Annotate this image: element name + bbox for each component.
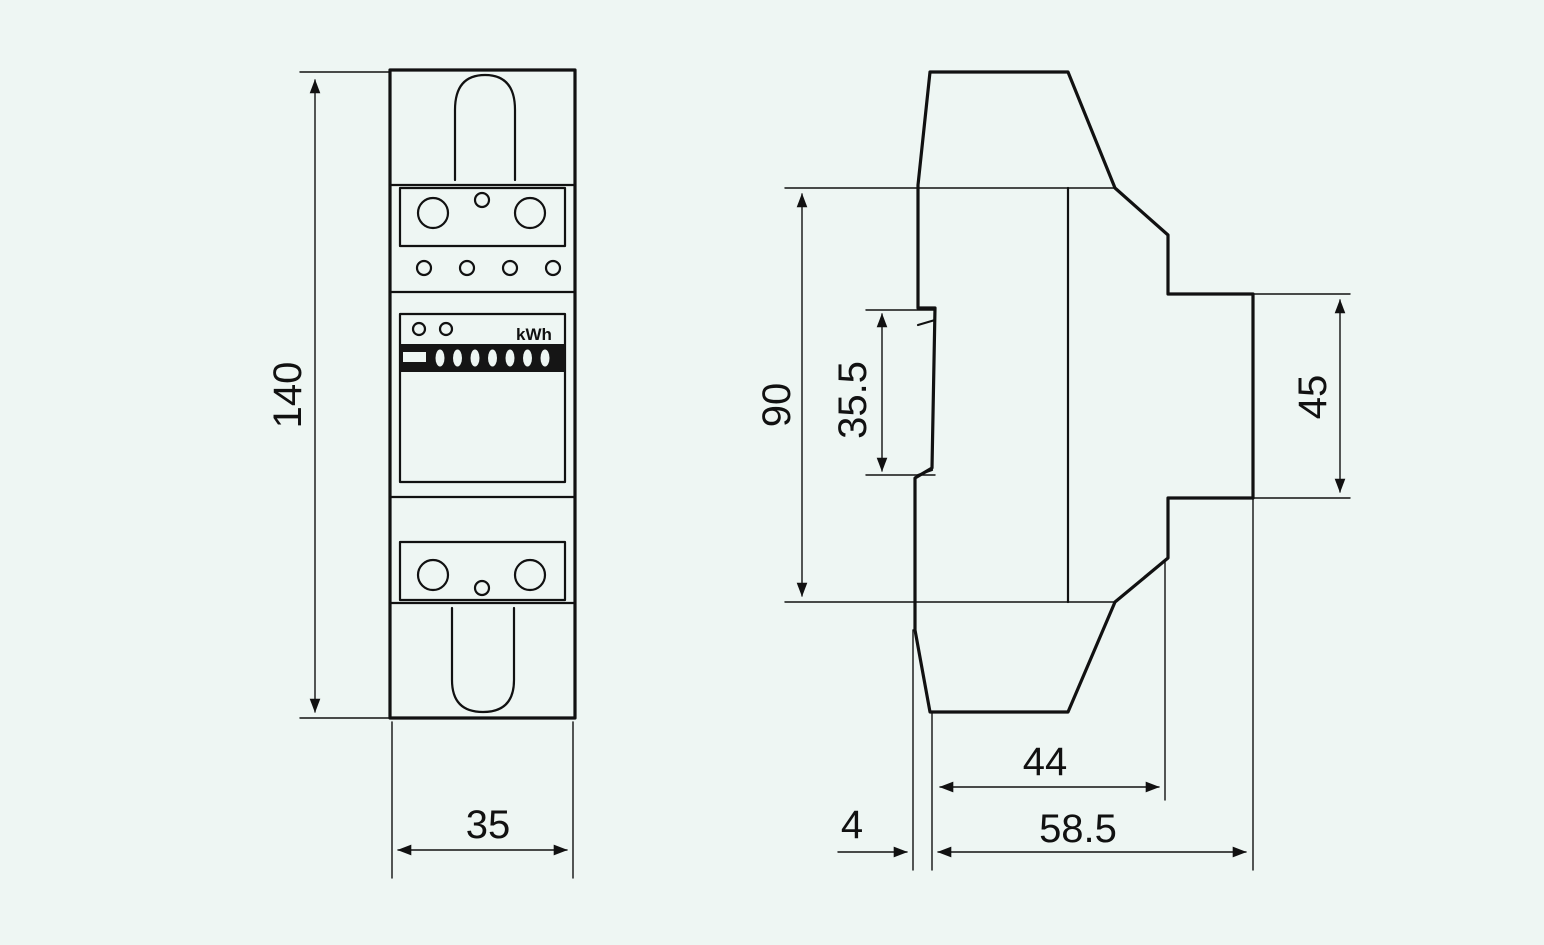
counter-digit (435, 349, 445, 367)
rail-height-label: 35.5 (831, 361, 875, 439)
rail-depth-label: 44 (1023, 740, 1068, 784)
top-terminal-block (398, 186, 567, 248)
pin-hole-icon (544, 259, 562, 277)
seal-hole-icon (473, 579, 491, 597)
terminal-screw-icon (513, 196, 547, 230)
counter-digit (523, 349, 532, 367)
display-window (398, 312, 567, 484)
din-rail-clip-line (916, 318, 937, 327)
counter-digit (505, 349, 515, 367)
led-indicator-icon (411, 321, 427, 337)
pin-hole-icon (415, 259, 433, 277)
din-rail-clip-line (916, 468, 934, 477)
seal-hole-icon (473, 191, 491, 209)
terminal-screw-icon (416, 196, 450, 230)
led-indicator-icon (438, 321, 454, 337)
counter-digits (435, 349, 550, 367)
kwh-label: kWh (516, 325, 552, 344)
counter-digit (488, 349, 497, 367)
counter-white-digit (403, 352, 426, 362)
counter-digit (540, 349, 550, 367)
side-view: 90 35.5 45 44 58.5 4 (755, 70, 1351, 871)
counter-digit (470, 349, 480, 367)
front-housing-outline (388, 68, 577, 720)
rail-offset-label: 4 (841, 803, 863, 847)
counter-digit (453, 349, 462, 367)
front-height-label: 45 (1291, 375, 1335, 420)
side-profile-outline (913, 70, 1255, 714)
terminal-screw-icon (513, 558, 547, 592)
front-view: kWh 140 35 (266, 68, 577, 879)
width-dimension-label: 35 (466, 803, 511, 847)
counter-band (400, 344, 565, 372)
pin-hole-icon (458, 259, 476, 277)
height-dimension-label: 140 (266, 362, 310, 429)
bottom-terminal-block (398, 540, 567, 602)
mount-height-label: 90 (755, 383, 799, 428)
pin-hole-icon (501, 259, 519, 277)
top-screw-cover (453, 73, 517, 182)
terminal-screw-icon (416, 558, 450, 592)
bottom-screw-cover (450, 606, 516, 714)
total-depth-label: 58.5 (1039, 807, 1117, 851)
